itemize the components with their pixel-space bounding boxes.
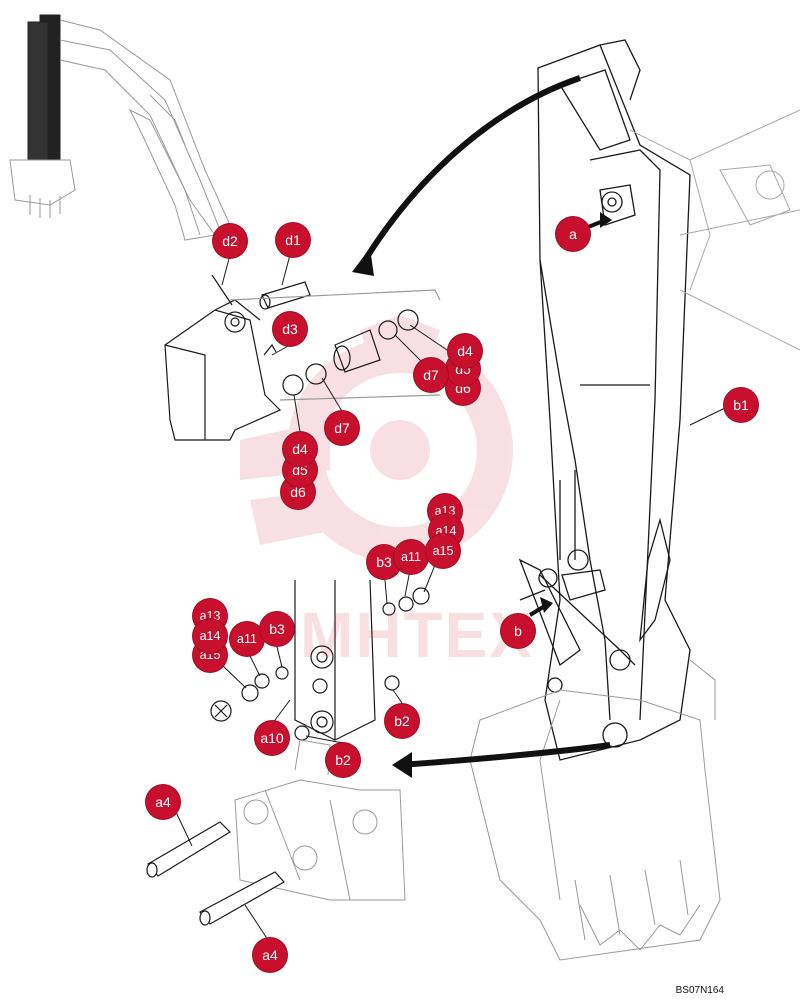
dipper-arm-assembly — [518, 39, 691, 761]
callout-a4-upper: a4 — [146, 785, 180, 819]
callout-b: b — [501, 614, 535, 648]
callout-a4-lower: a4 — [253, 938, 287, 972]
lower-link-exploded-view — [210, 579, 430, 741]
callout-d4-top: d4 — [448, 334, 482, 368]
callout-d1: d1 — [276, 223, 310, 257]
bucket-mount-and-pins — [234, 739, 406, 901]
watermark-text: MHTEX — [300, 599, 534, 671]
bucket-background — [469, 659, 721, 961]
pin-a4-lower — [199, 871, 285, 926]
pin-a4-upper — [146, 821, 231, 878]
callout-a10: a10 — [255, 721, 289, 755]
callout-d3: d3 — [273, 312, 307, 346]
callout-b2-lower: b2 — [326, 743, 360, 777]
callout-d7-right: d7 — [414, 358, 448, 392]
drawing-code: BS07N164 — [675, 985, 724, 996]
callout-b1: b1 — [724, 388, 758, 422]
overview-machine-sketch — [9, 14, 231, 241]
callout-a15-upper: a15 — [426, 534, 460, 568]
callout-leaders — [174, 221, 726, 941]
callout-a14-left: a14 — [193, 619, 227, 653]
callout-d2: d2 — [213, 224, 247, 258]
transfer-arrows — [352, 75, 612, 778]
callout-b2-right: b2 — [385, 704, 419, 738]
callout-b3-left: b3 — [260, 612, 294, 646]
boom-background — [629, 109, 801, 351]
callout-d7-left: d7 — [325, 411, 359, 445]
callout-d4-left: d4 — [283, 432, 317, 466]
callout-a: a — [556, 217, 590, 251]
callout-a11-left: a11 — [230, 622, 264, 656]
callout-a11-upper: a11 — [394, 540, 428, 574]
